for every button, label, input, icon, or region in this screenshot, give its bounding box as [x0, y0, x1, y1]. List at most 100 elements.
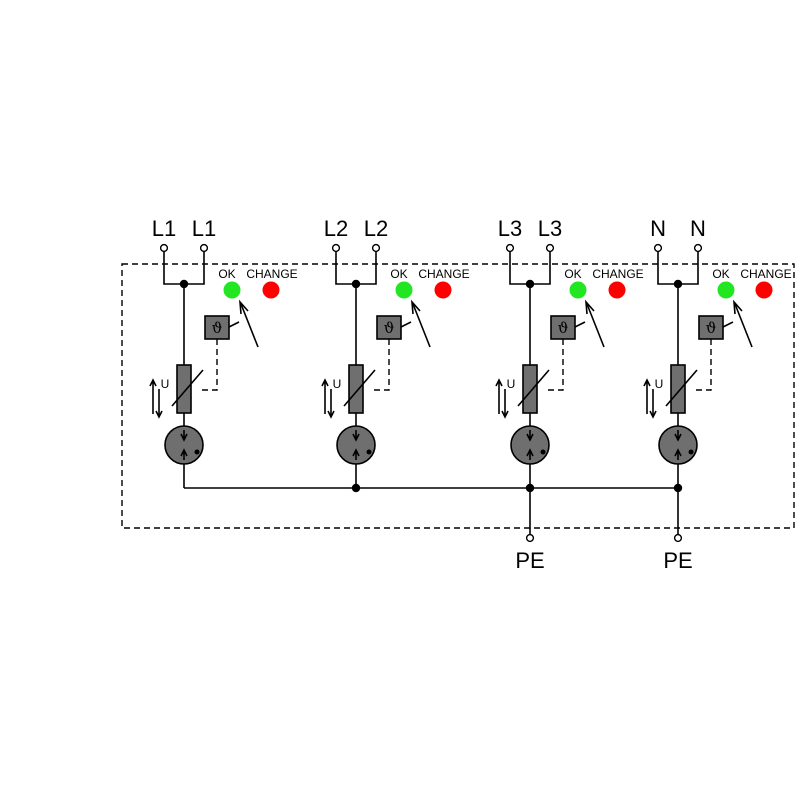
change-indicator-led — [262, 281, 280, 299]
gdt-arrow-down — [352, 430, 360, 442]
indicator-arrow-head — [585, 299, 595, 315]
thermal-link — [228, 321, 240, 328]
terminal-label-left: L1 — [152, 216, 176, 241]
varistor-arrow-up — [149, 378, 157, 414]
terminal-left — [653, 243, 663, 253]
gas-discharge-tube — [510, 425, 550, 465]
indicator-arrow — [412, 303, 431, 348]
change-label: CHANGE — [592, 267, 643, 281]
terminal-bridge — [509, 251, 551, 285]
terminal-bridge — [657, 251, 699, 285]
terminal-right — [371, 243, 381, 253]
terminal-label-right: N — [690, 216, 706, 241]
channel-3: L3 L3 OK CHANGE ϑ U — [495, 216, 644, 488]
change-label: CHANGE — [740, 267, 791, 281]
varistor — [348, 364, 364, 414]
thermal-coupling — [695, 339, 712, 391]
terminal-right — [199, 243, 209, 253]
indicator-arrow — [240, 303, 259, 348]
thermal-link — [722, 321, 734, 328]
varistor-arrow-down — [649, 389, 657, 419]
varistor-u-label: U — [507, 377, 516, 391]
thermal-symbol: ϑ — [384, 319, 395, 337]
varistor-slash — [665, 369, 698, 407]
varistor-arrow-up — [643, 378, 651, 414]
terminal-label-left: N — [650, 216, 666, 241]
channel-1: L1 L1 OK CHANGE ϑ U — [149, 216, 298, 488]
gdt-dot — [194, 449, 200, 455]
varistor — [176, 364, 192, 414]
indicator-arrow-head — [733, 299, 743, 315]
ok-indicator-led — [569, 281, 587, 299]
varistor-u-label: U — [655, 377, 664, 391]
ok-indicator-led — [223, 281, 241, 299]
gdt-dot — [688, 449, 694, 455]
gdt-arrow-up — [180, 448, 188, 460]
varistor-arrow-down — [155, 389, 163, 419]
gdt-dot — [540, 449, 546, 455]
varistor — [522, 364, 538, 414]
gas-discharge-tube — [164, 425, 204, 465]
indicator-arrow — [586, 303, 605, 348]
ok-indicator-led — [395, 281, 413, 299]
gdt-dot — [366, 449, 372, 455]
thermal-symbol: ϑ — [558, 319, 569, 337]
channel-2: L2 L2 OK CHANGE ϑ U — [321, 216, 470, 488]
thermal-link — [574, 321, 586, 328]
terminal-label-right: L2 — [364, 216, 388, 241]
terminal-label-left: L3 — [498, 216, 522, 241]
varistor-u-label: U — [161, 377, 170, 391]
channel-4: N N OK CHANGE ϑ U — [643, 216, 792, 488]
terminal-bridge — [335, 251, 377, 285]
ok-label: OK — [390, 267, 407, 281]
terminal-label-left: L2 — [324, 216, 348, 241]
varistor-arrow-down — [501, 389, 509, 419]
terminal-left — [159, 243, 169, 253]
ok-label: OK — [564, 267, 581, 281]
terminal-right — [545, 243, 555, 253]
gas-discharge-tube — [658, 425, 698, 465]
change-label: CHANGE — [418, 267, 469, 281]
gdt-arrow-down — [180, 430, 188, 442]
ok-label: OK — [712, 267, 729, 281]
terminal-label-right: L1 — [192, 216, 216, 241]
terminal-left — [505, 243, 515, 253]
varistor-slash — [171, 369, 204, 407]
varistor-arrow-up — [321, 378, 329, 414]
indicator-arrow — [734, 303, 753, 348]
varistor — [670, 364, 686, 414]
change-label: CHANGE — [246, 267, 297, 281]
varistor-u-label: U — [333, 377, 342, 391]
device-enclosure — [121, 263, 795, 529]
pe-label-2: PE — [663, 548, 692, 573]
gdt-arrow-up — [674, 448, 682, 460]
varistor-slash — [343, 369, 376, 407]
gdt-arrow-up — [352, 448, 360, 460]
thermal-coupling — [201, 339, 218, 391]
thermal-symbol: ϑ — [212, 319, 223, 337]
thermal-coupling — [373, 339, 390, 391]
terminal-bridge — [163, 251, 205, 285]
pe-label-1: PE — [515, 548, 544, 573]
change-indicator-led — [434, 281, 452, 299]
thermal-coupling — [547, 339, 564, 391]
terminal-left — [331, 243, 341, 253]
terminal-right — [693, 243, 703, 253]
indicator-arrow-head — [239, 299, 249, 315]
change-indicator-led — [608, 281, 626, 299]
gdt-arrow-up — [526, 448, 534, 460]
thermal-link — [400, 321, 412, 328]
pe-terminal-2 — [673, 533, 683, 543]
varistor-slash — [517, 369, 550, 407]
varistor-arrow-up — [495, 378, 503, 414]
gas-discharge-tube — [336, 425, 376, 465]
pe-terminal-1 — [525, 533, 535, 543]
gdt-arrow-down — [526, 430, 534, 442]
change-indicator-led — [755, 281, 773, 299]
ok-indicator-led — [717, 281, 735, 299]
ok-label: OK — [218, 267, 235, 281]
thermal-symbol: ϑ — [706, 319, 717, 337]
gdt-arrow-down — [674, 430, 682, 442]
indicator-arrow-head — [411, 299, 421, 315]
